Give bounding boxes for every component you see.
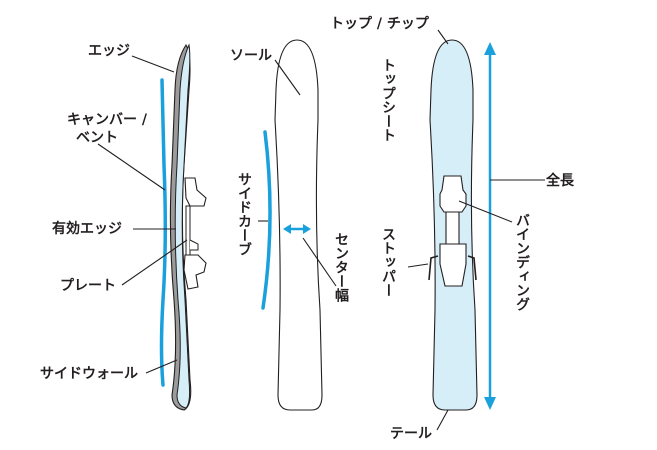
label-camber-line2: ベント (76, 130, 118, 146)
label-topsheet: トップシート (380, 58, 396, 142)
label-plate: プレート (60, 278, 116, 294)
top-binding-toe (439, 175, 467, 213)
ski-sole-outline (274, 39, 323, 411)
label-waist-width: センター幅 (333, 232, 349, 303)
ski-side-body (174, 43, 191, 409)
top-binding-center-plate (445, 211, 460, 245)
leader-tail (436, 409, 449, 431)
top-binding-heel (439, 243, 467, 287)
label-effective-edge: 有効エッジ (52, 220, 122, 237)
overall-length-arrow (484, 42, 496, 410)
binding-heel-piece (183, 254, 207, 290)
label-edge: エッジ (88, 43, 130, 59)
camber-blue-line (159, 78, 168, 387)
waist-width-arrow (283, 224, 311, 234)
sole-view-ski (261, 39, 323, 411)
side-view-ski (159, 43, 207, 411)
binding-plate (185, 205, 191, 256)
label-sidewall: サイドウォール (40, 366, 138, 382)
label-tail: テール (390, 426, 432, 442)
leader-stopper (407, 263, 429, 268)
leader-plate (121, 239, 188, 286)
binding-toe-piece (184, 177, 207, 207)
binding-brake (189, 239, 199, 251)
label-tip-top: トップ / チップ (330, 16, 430, 32)
top-view-ski (428, 39, 496, 411)
label-sidecut: サイドカーブ (236, 172, 252, 256)
leader-sole (274, 59, 301, 96)
leader-waist (302, 237, 337, 287)
leader-sidewall (145, 359, 178, 374)
leader-edge (131, 55, 175, 73)
side-binding (183, 177, 207, 290)
leader-binding (458, 200, 513, 223)
sidecut-blue-line (261, 130, 272, 310)
top-binding (428, 175, 477, 287)
stopper-left (428, 255, 439, 281)
leader-tip (437, 29, 449, 45)
leader-lines (97, 29, 545, 431)
leader-camber (97, 143, 166, 191)
label-stopper: ストッパー (380, 227, 396, 297)
label-sole: ソール (230, 48, 272, 64)
label-binding: バインディング (514, 213, 530, 311)
label-camber-line1: キャンバー / (67, 112, 148, 128)
label-overall-length: 全長 (545, 172, 575, 189)
stopper-right (467, 255, 477, 281)
